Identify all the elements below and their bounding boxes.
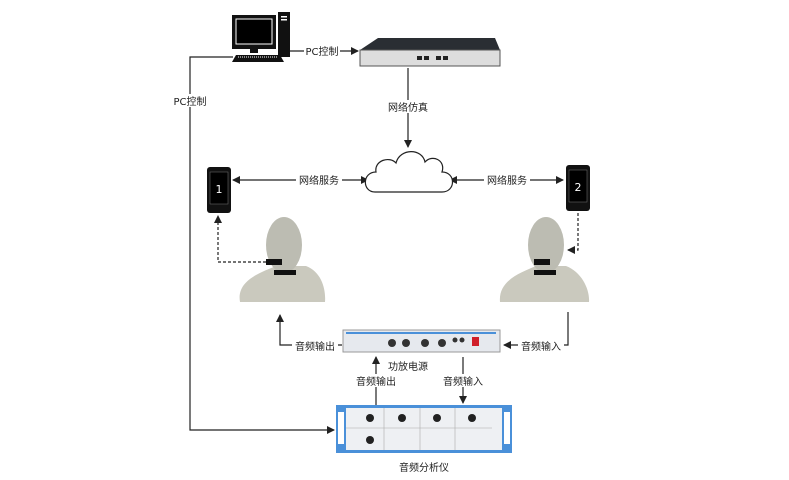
- label-network-service-left: 网络服务: [299, 174, 339, 187]
- label-amplifier: 功放电源: [388, 360, 428, 373]
- head1-to-phone1-dashed: [214, 215, 266, 263]
- pc-computer: [232, 12, 290, 62]
- pc-to-analyzer-line: [189, 56, 335, 434]
- label-audio-input-bottom: 音频输入: [443, 375, 483, 388]
- audio-analyzer: [336, 405, 512, 453]
- label-pc-control-top: PC控制: [305, 45, 338, 58]
- phone-1: 1: [207, 167, 231, 213]
- phone-2-number: 2: [575, 181, 582, 194]
- label-network-emulation: 网络仿真: [388, 101, 428, 114]
- network-emulator: [359, 38, 501, 67]
- label-audio-output-bottom: 音频输出: [356, 375, 396, 388]
- label-audio-output-left: 音频输出: [295, 340, 335, 353]
- head-simulator-1: [239, 217, 326, 302]
- power-amplifier: [342, 329, 501, 353]
- label-audio-input-right: 音频输入: [521, 340, 561, 353]
- phone2-to-head2-dashed: [567, 213, 579, 254]
- network-cloud-icon: [364, 151, 454, 193]
- label-pc-control-left: PC控制: [173, 95, 206, 108]
- phone-2: 2: [566, 165, 590, 211]
- labels: PC控制 PC控制 网络仿真 网络服务 网络服务 音频输出 音频输入 功放电源 …: [170, 44, 564, 474]
- label-network-service-right: 网络服务: [487, 174, 527, 187]
- phone-1-number: 1: [216, 183, 223, 196]
- label-audio-analyzer: 音频分析仪: [399, 461, 449, 474]
- head-simulator-2: [499, 217, 590, 302]
